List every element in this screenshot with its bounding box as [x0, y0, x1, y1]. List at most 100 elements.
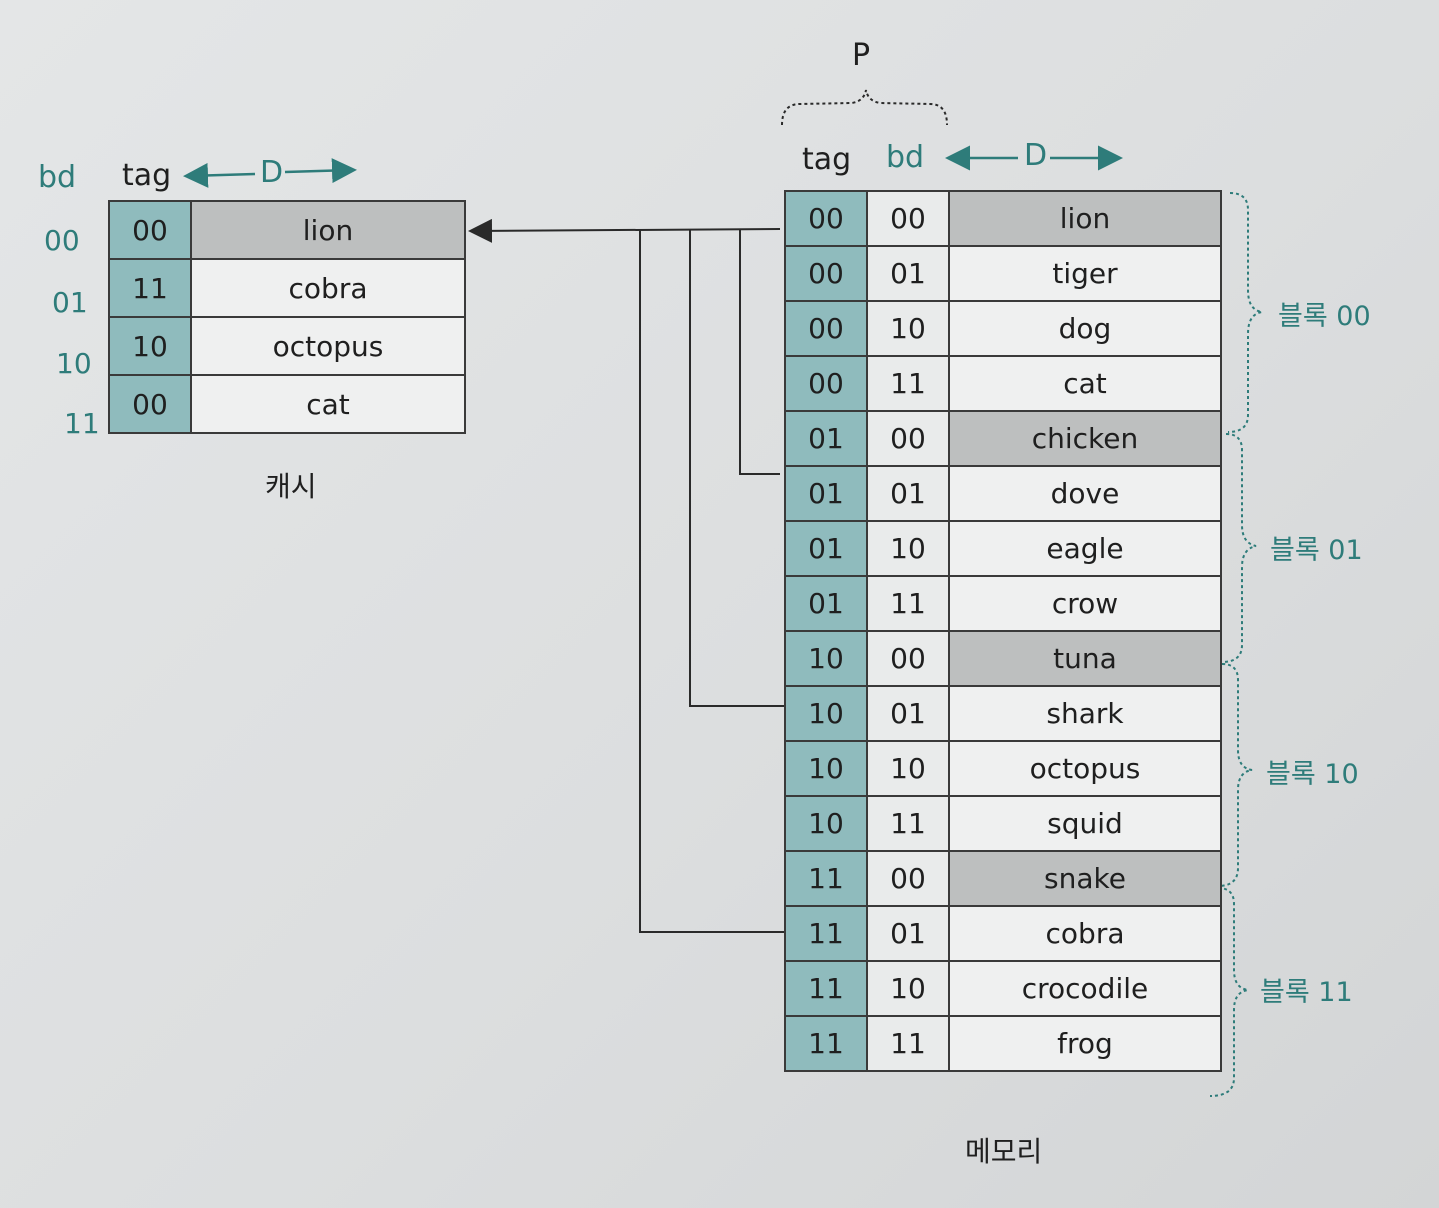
memory-tag-cell: 11	[784, 905, 868, 962]
cache-caption: 캐시	[265, 470, 317, 503]
memory-bd-cell: 11	[866, 1015, 950, 1072]
memory-word-cell: squid	[948, 795, 1222, 852]
connector-block-10	[689, 229, 790, 707]
memory-tag-cell: 11	[784, 1015, 868, 1072]
memory-bd-cell: 11	[866, 575, 950, 632]
table-row: 00 lion	[108, 200, 466, 260]
memory-bd-cell: 10	[866, 740, 950, 797]
brace-block-11	[1209, 887, 1249, 1097]
cache-word-cell: cobra	[190, 258, 466, 318]
memory-bd-cell: 00	[866, 190, 950, 247]
memory-bd-cell: 01	[866, 245, 950, 302]
memory-tag-cell: 10	[784, 630, 868, 687]
cache-word-cell: cat	[190, 374, 466, 434]
memory-word-cell: dove	[948, 465, 1222, 522]
block-label: 블록 00	[1278, 301, 1371, 332]
cache-d-right-arrow	[284, 158, 357, 184]
memory-word-cell: shark	[948, 685, 1222, 742]
memory-word-cell: crocodile	[948, 960, 1222, 1017]
memory-tag-cell: 10	[784, 795, 868, 852]
memory-bd-cell: 00	[866, 410, 950, 467]
memory-word-cell: crow	[948, 575, 1222, 632]
memory-tag-cell: 11	[784, 850, 868, 907]
memory-bd-cell: 00	[866, 630, 950, 687]
cache-tag-cell: 00	[108, 374, 192, 434]
memory-word-cell: tuna	[948, 630, 1222, 687]
memory-bd-cell: 11	[866, 355, 950, 412]
cache-d-left-arrow	[183, 162, 256, 188]
block-label: 블록 10	[1266, 759, 1359, 790]
p-brace	[781, 89, 948, 126]
cache-word-cell: octopus	[190, 316, 466, 376]
cache-table: 00 lion 11 cobra 10 octopus 00 cat	[108, 200, 466, 434]
memory-word-cell: dog	[948, 300, 1222, 357]
block-label: 블록 01	[1270, 535, 1363, 566]
memory-header-d: D	[1024, 138, 1048, 173]
memory-tag-cell: 01	[784, 410, 868, 467]
memory-tag-cell: 00	[784, 355, 868, 412]
cache-tag-cell: 10	[108, 316, 192, 376]
cache-tag-cell: 00	[108, 200, 192, 260]
table-row: 11 cobra	[108, 258, 466, 318]
cache-row-label: 10	[56, 347, 92, 380]
connector-arrow	[468, 218, 781, 243]
cache-header-d: D	[260, 155, 284, 190]
memory-tag-cell: 01	[784, 520, 868, 577]
memory-word-cell: cat	[948, 355, 1222, 412]
memory-tag-cell: 00	[784, 300, 868, 357]
memory-bd-cell: 10	[866, 300, 950, 357]
memory-tag-cell: 01	[784, 465, 868, 522]
cache-tag-cell: 11	[108, 258, 192, 318]
brace-block-00	[1227, 192, 1263, 433]
memory-tag-cell: 00	[784, 190, 868, 247]
block-label: 블록 11	[1260, 977, 1353, 1008]
memory-bd-cell: 00	[866, 850, 950, 907]
memory-tag-cell: 11	[784, 960, 868, 1017]
memory-tag-cell: 00	[784, 245, 868, 302]
memory-word-cell: eagle	[948, 520, 1222, 577]
cache-header-bd: bd	[38, 160, 77, 195]
memory-bd-cell: 10	[866, 520, 950, 577]
memory-word-cell: tiger	[948, 245, 1222, 302]
memory-header-tag: tag	[802, 142, 852, 177]
connector-block-11	[639, 229, 795, 933]
memory-word-cell: chicken	[948, 410, 1222, 467]
memory-header-bd: bd	[886, 140, 925, 175]
cache-row-label: 01	[52, 286, 88, 319]
memory-word-cell: frog	[948, 1015, 1222, 1072]
brace-block-10	[1217, 663, 1253, 887]
cache-row-label: 00	[44, 224, 80, 257]
brace-block-01	[1221, 433, 1257, 663]
memory-word-cell: cobra	[948, 905, 1222, 962]
memory-bd-cell: 01	[866, 685, 950, 742]
connector-block-01	[739, 229, 780, 475]
cache-word-cell: lion	[190, 200, 466, 260]
memory-word-cell: snake	[948, 850, 1222, 907]
memory-bd-cell: 10	[866, 960, 950, 1017]
memory-caption: 메모리	[965, 1135, 1043, 1168]
cache-row-label: 11	[64, 407, 100, 440]
memory-tag-cell: 10	[784, 685, 868, 742]
cache-header-tag: tag	[122, 158, 172, 193]
memory-bd-cell: 11	[866, 795, 950, 852]
memory-word-cell: lion	[948, 190, 1222, 247]
memory-word-cell: octopus	[948, 740, 1222, 797]
memory-bd-cell: 01	[866, 465, 950, 522]
